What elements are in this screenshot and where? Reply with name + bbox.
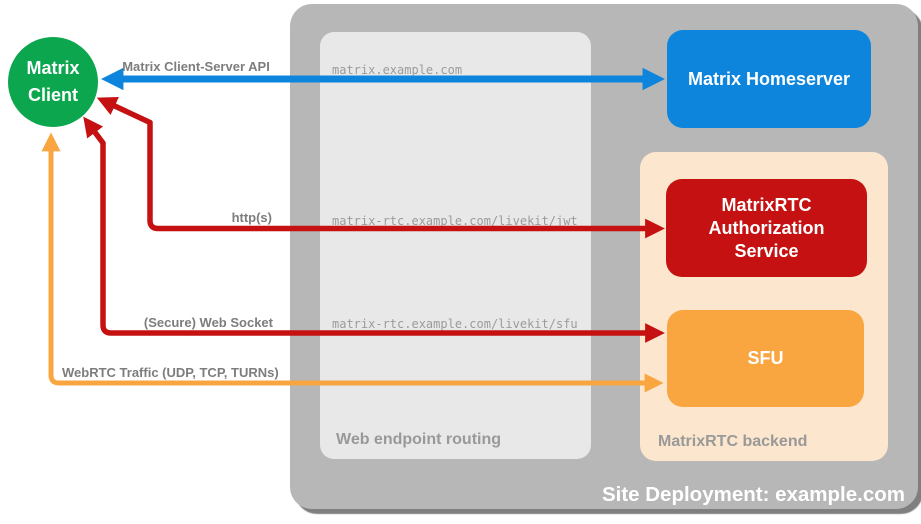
sfu-node: SFU (667, 310, 864, 407)
web-endpoint-routing-box: matrix.example.com matrix-rtc.example.co… (320, 32, 591, 459)
matrix-homeserver-node: Matrix Homeserver (667, 30, 871, 128)
sfu-label: SFU (747, 348, 784, 368)
matrixrtc-auth-service-label: MatrixRTC Authorization Service (708, 194, 825, 261)
site-deployment-label: Site Deployment: example.com (601, 483, 905, 506)
endpoint-label-homeserver: matrix.example.com (332, 63, 463, 77)
matrix-client-node: Matrix Client (8, 37, 98, 127)
endpoint-label-jwt: matrix-rtc.example.com/livekit/jwt (332, 214, 578, 228)
endpoint-label-sfu: matrix-rtc.example.com/livekit/sfu (332, 317, 578, 331)
webrtc-traffic-label: WebRTC Traffic (UDP, TCP, TURNs) (62, 365, 279, 380)
https-label: http(s) (231, 210, 272, 225)
matrix-client-label: Matrix Client (26, 58, 80, 105)
matrix-homeserver-label: Matrix Homeserver (687, 68, 851, 89)
websocket-label: (Secure) Web Socket (143, 315, 273, 330)
client-server-api-label: Matrix Client-Server API (122, 59, 270, 74)
matrixrtc-auth-service-node: MatrixRTC Authorization Service (666, 179, 867, 277)
matrixrtc-backend-label: MatrixRTC backend (658, 433, 808, 450)
web-endpoint-routing-label: Web endpoint routing (336, 431, 502, 448)
